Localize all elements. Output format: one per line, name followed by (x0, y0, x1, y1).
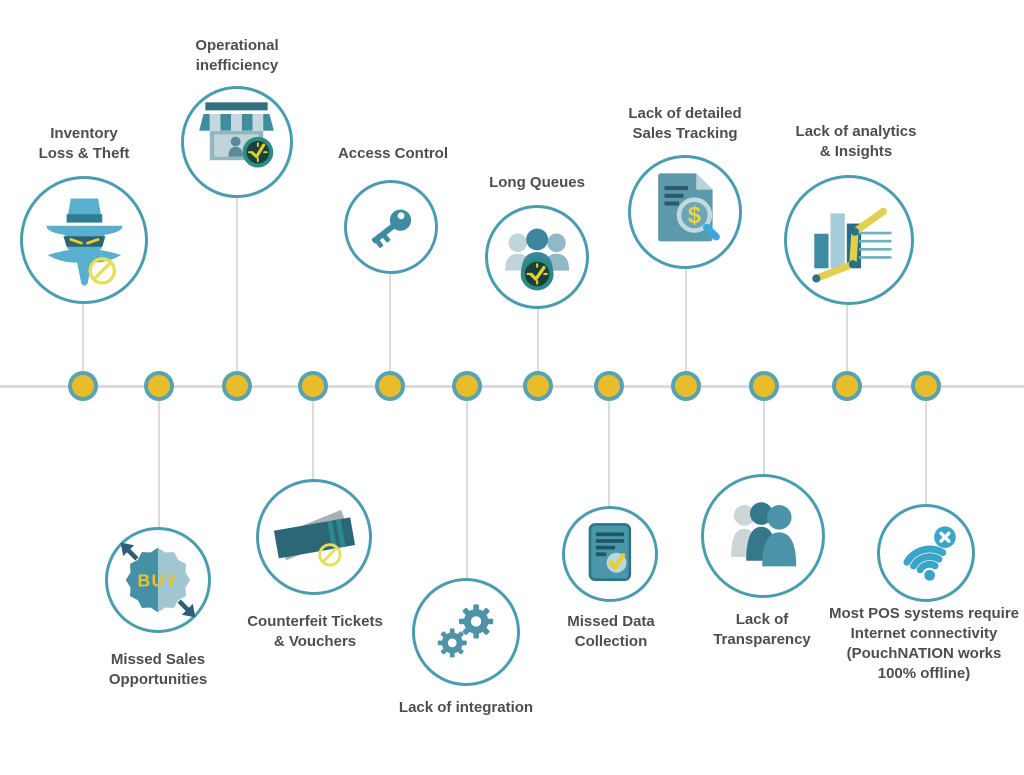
connector-line (466, 386, 468, 579)
label-missed-sales-opportunities: Missed Sales Opportunities (108, 651, 208, 688)
icon-circle-analytics-insights (784, 175, 914, 305)
arrow-down-right-icon (177, 599, 196, 618)
icon-circle-pos-offline (877, 504, 975, 602)
timeline-node (671, 371, 701, 401)
wifi-offline-icon (903, 526, 957, 582)
document-check-icon (588, 523, 632, 582)
buy-text: BUY (137, 570, 178, 590)
buy-badge-icon: BUY (120, 542, 196, 618)
label-lack-of-integration: Lack of integration (398, 699, 534, 716)
timeline-node (375, 371, 405, 401)
icon-circle-lack-of-transparency (701, 474, 825, 598)
label-pos-offline: Most POS systems require Internet connec… (828, 605, 1020, 682)
timeline-node (594, 371, 624, 401)
timeline-node (749, 371, 779, 401)
timeline-node (832, 371, 862, 401)
label-missed-data-collection: Missed Data Collection (567, 613, 655, 650)
connector-line (312, 386, 314, 480)
icon-circle-operational-inefficiency (181, 86, 293, 198)
document-dollar-icon: $ (657, 172, 720, 242)
label-analytics-insights: Lack of analytics & Insights (795, 123, 917, 160)
arrow-up-left-icon (120, 542, 139, 561)
label-operational-inefficiency: Operational inefficiency (195, 37, 279, 74)
connector-line (685, 268, 687, 386)
connector-line (82, 302, 84, 386)
connector-line (763, 386, 765, 475)
timeline-node (298, 371, 328, 401)
connector-line (608, 386, 610, 507)
timeline-node (452, 371, 482, 401)
storefront-icon (199, 102, 275, 169)
bar-chart-icon (812, 207, 892, 283)
timeline-node (911, 371, 941, 401)
dollar-text: $ (688, 202, 701, 228)
timeline-line (0, 385, 1024, 388)
label-lack-of-transparency: Lack of Transparency (713, 611, 811, 648)
timeline-node (523, 371, 553, 401)
icon-circle-missed-sales: BUY (105, 527, 211, 633)
icon-circle-long-queues (485, 205, 589, 309)
timeline-node (68, 371, 98, 401)
key-icon (371, 209, 411, 248)
clock-badge-icon (520, 257, 554, 291)
label-counterfeit-tickets: Counterfeit Tickets & Vouchers (247, 613, 383, 650)
timeline-node (222, 371, 252, 401)
connector-line (537, 308, 539, 386)
connector-line (925, 386, 927, 505)
people-icon (730, 502, 797, 567)
label-access-control: Access Control (337, 145, 449, 162)
connector-line (846, 304, 848, 386)
x-badge-icon (934, 526, 957, 549)
tickets-icon (273, 509, 355, 567)
connector-line (389, 273, 391, 386)
spy-icon (46, 198, 122, 286)
label-sales-tracking: Lack of detailed Sales Tracking (628, 105, 742, 142)
icon-circle-sales-tracking: $ (628, 155, 742, 269)
timeline-node (144, 371, 174, 401)
icon-circle-access-control (344, 180, 438, 274)
icon-circle-inventory-theft (20, 176, 148, 304)
icon-circle-counterfeit-tickets (256, 479, 372, 595)
label-long-queues: Long Queues (489, 174, 585, 191)
connector-line (158, 386, 160, 528)
connector-line (236, 197, 238, 386)
gears-icon (437, 604, 494, 658)
label-inventory-loss-theft: Inventory Loss & Theft (38, 125, 130, 162)
queue-clock-icon (504, 228, 570, 291)
icon-circle-lack-of-integration (412, 578, 520, 686)
icon-circle-missed-data (562, 506, 658, 602)
clock-badge-icon (243, 137, 274, 169)
